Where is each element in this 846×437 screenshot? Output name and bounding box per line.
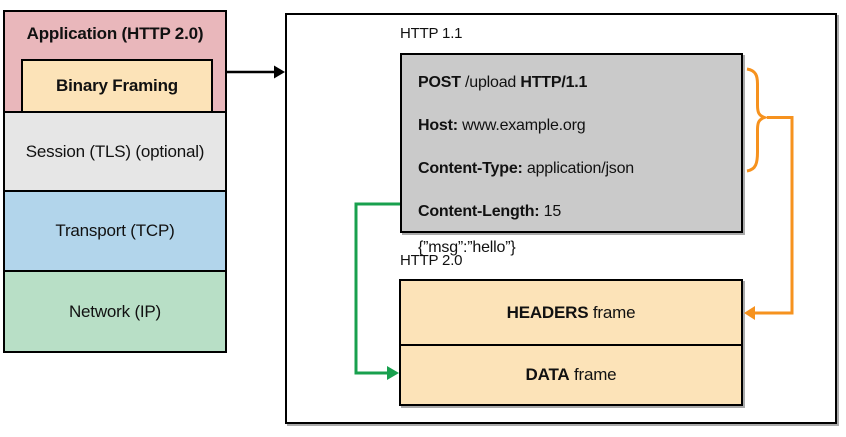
layer-transport: Transport (TCP) xyxy=(3,190,227,272)
layer-session: Session (TLS) (optional) xyxy=(3,111,227,192)
http11-request-box: POST /upload HTTP/1.1 Host: www.example.… xyxy=(400,53,743,256)
host-header-key: Host: xyxy=(418,117,458,134)
headers-frame-label-bold: HEADERS xyxy=(506,302,589,322)
http11-request-headers: POST /upload HTTP/1.1 Host: www.example.… xyxy=(418,72,634,223)
content-length-key: Content-Length: xyxy=(418,203,540,220)
content-type-key: Content-Type: xyxy=(418,160,523,177)
headers-frame-label-rest: frame xyxy=(588,302,636,322)
request-path: /upload xyxy=(460,74,521,91)
http11-request-body: {”msg”:”hello”} xyxy=(418,239,516,256)
http20-section-label: HTTP 2.0 xyxy=(400,252,463,269)
data-frame-box: DATA frame xyxy=(399,344,743,406)
content-type-value: application/json xyxy=(522,160,634,177)
layer-transport-label: Transport (TCP) xyxy=(55,221,175,240)
headers-frame-box: HEADERS frame xyxy=(399,279,743,346)
layer-application-label: Application (HTTP 2.0) xyxy=(26,24,204,43)
headers-frame-label: HEADERS frame xyxy=(507,303,636,323)
data-frame-label-rest: frame xyxy=(569,365,617,384)
data-frame-label: DATA frame xyxy=(526,365,617,385)
request-version: HTTP/1.1 xyxy=(520,74,588,91)
request-method: POST xyxy=(418,74,461,91)
layer-network: Network (IP) xyxy=(3,270,227,353)
layer-binary-framing: Binary Framing xyxy=(21,59,213,113)
data-frame-label-bold: DATA xyxy=(525,365,570,384)
http11-section-label: HTTP 1.1 xyxy=(400,25,463,42)
layer-session-label: Session (TLS) (optional) xyxy=(25,141,205,161)
content-length-value: 15 xyxy=(539,203,562,220)
host-header-value: www.example.org xyxy=(457,117,586,134)
stack-to-panel-arrowhead xyxy=(274,65,285,79)
layer-network-label: Network (IP) xyxy=(68,301,162,321)
layer-binary-framing-label: Binary Framing xyxy=(56,76,178,95)
